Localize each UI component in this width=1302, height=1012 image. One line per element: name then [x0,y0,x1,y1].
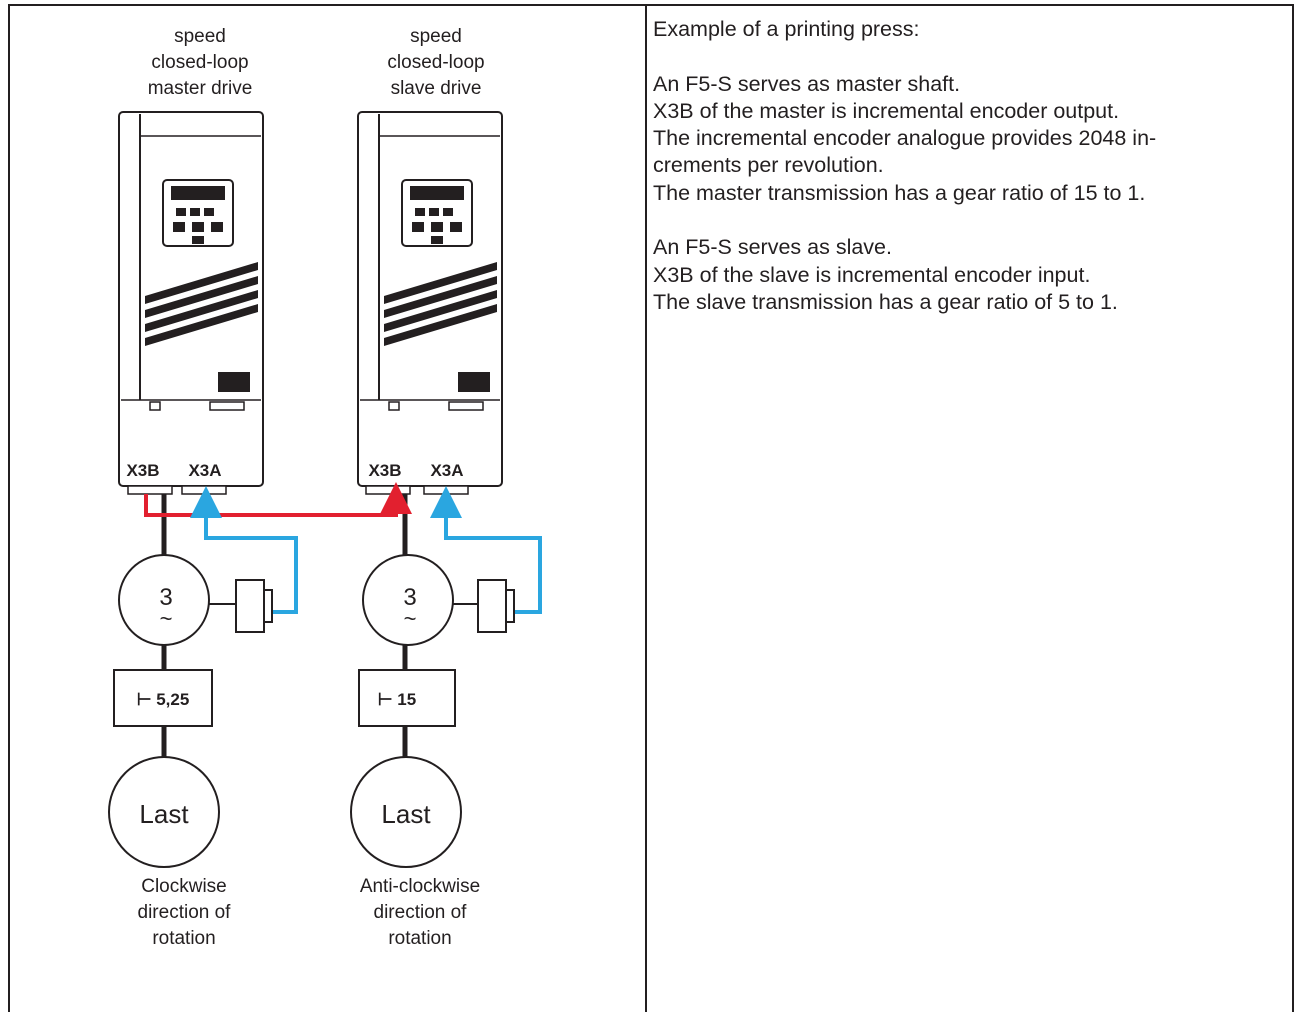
master-motor-ac-symbol: ~ [160,606,173,631]
frame-right-border [1292,4,1294,1012]
slave-connector-x3b-plug [365,485,411,495]
slave-encoder-feedback-link [430,486,542,614]
table-frame [8,0,1294,1012]
master-motor-phase-label: 3 [159,584,172,611]
slave-load: Last [350,756,462,868]
master-drive-unit: X3B X3A [118,111,264,495]
description-line: The incremental encoder analogue provide… [653,126,1157,151]
master-encoder-feedback-link [190,486,298,614]
master-load: Last [108,756,220,868]
description-line: An F5-S serves as slave. [653,235,892,260]
slave-gearbox: ⊢ 15 [358,669,456,727]
slave-rotation-caption: Anti-clockwise direction of rotation [359,876,481,949]
master-rotation-caption: Clockwise direction of rotation [137,876,231,949]
slave-encoder-icon [477,579,515,633]
description-panel: Example of a printing press: An F5-S ser… [653,16,1283,316]
master-keypad-icon [162,179,234,247]
slave-motor-phase-label: 3 [403,584,416,611]
master-connector-x3b-plug [127,485,173,495]
slave-connector-x3a-plug [423,485,469,495]
frame-top-border [8,4,1294,6]
master-motor: 3 ~ [118,554,236,646]
slave-load-label: Last [381,799,431,829]
description-line: crements per revolution. [653,153,884,178]
frame-left-border [8,4,10,1012]
description-line: The master transmission has a gear ratio… [653,180,1146,205]
slave-status-window [458,372,490,392]
master-connector-x3a-label: X3A [188,461,221,480]
description-line: X3B of the master is incremental encoder… [653,98,1120,123]
master-to-slave-encoder-link [144,482,412,517]
master-load-label: Last [139,799,189,829]
slave-connector-x3a-label: X3A [430,461,463,480]
master-status-window [218,372,250,392]
master-cooling-stripes [145,262,258,346]
slave-drive-caption: speed closed-loop slave drive [387,26,485,99]
slave-motor: 3 ~ [362,554,478,646]
master-connector-x3b-label: X3B [126,461,159,480]
master-encoder-icon [235,579,273,633]
frame-column-divider [645,4,647,1012]
master-gearbox-ratio: ⊢ 5,25 [137,690,190,709]
description-line: An F5-S serves as master shaft. [653,71,961,96]
description-line: X3B of the slave is incremental encoder … [653,262,1091,287]
description-line: Example of a printing press: [653,17,920,41]
drive-system-diagram: X3B X3A X3B X3A [108,111,542,868]
description-paragraph-1: Example of a printing press: [653,16,1283,43]
description-paragraph-3: An F5-S serves as slave. X3B of the slav… [653,234,1283,316]
description-paragraph-2: An F5-S serves as master shaft. X3B of t… [653,71,1283,207]
slave-motor-ac-symbol: ~ [404,606,417,631]
slave-cooling-stripes [384,262,497,346]
slave-connector-x3b-label: X3B [368,461,401,480]
master-drive-caption: speed closed-loop master drive [147,26,253,99]
slave-drive-unit: X3B X3A [357,111,503,495]
master-connector-x3a-plug [181,485,227,495]
description-line: The slave transmission has a gear ratio … [653,289,1118,314]
slave-keypad-icon [401,179,473,247]
master-gearbox: ⊢ 5,25 [113,669,213,727]
slave-gearbox-ratio: ⊢ 15 [378,690,416,709]
